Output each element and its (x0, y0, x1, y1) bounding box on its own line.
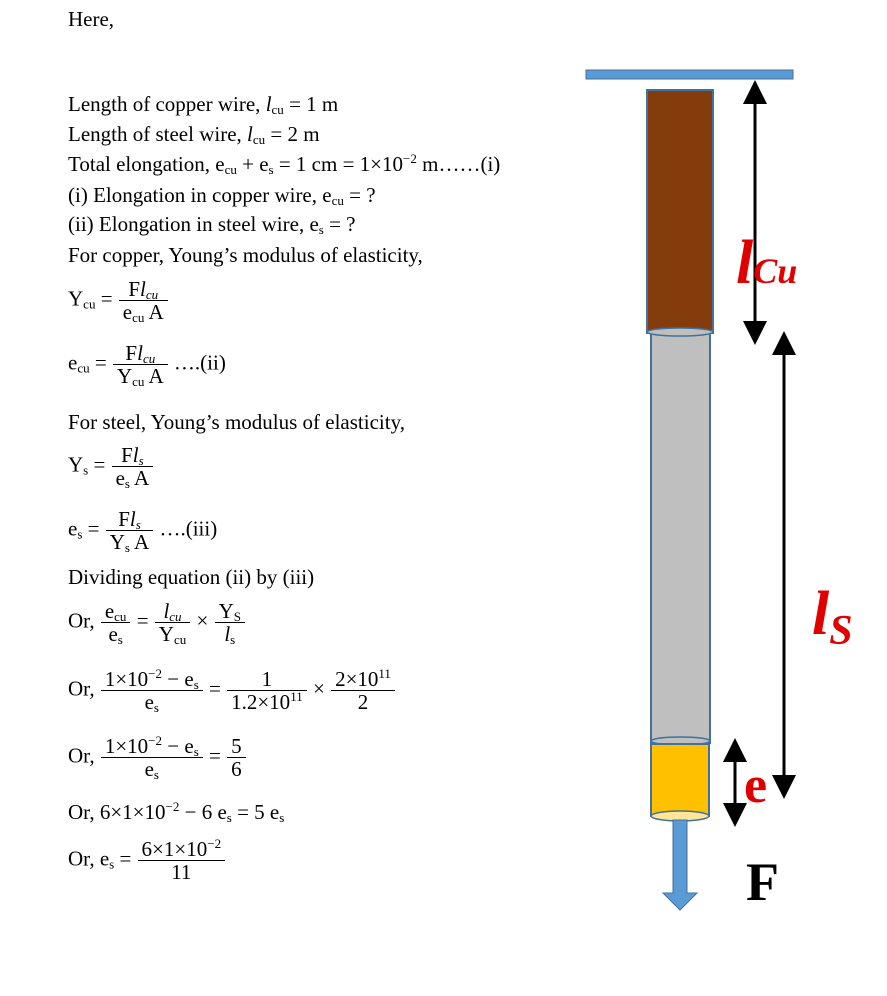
elongation-segment (650, 743, 710, 817)
copper-modulus-heading: For copper, Young’s modulus of elasticit… (68, 243, 423, 267)
steel-length-line: Length of steel wire, lcu = 2 m (68, 122, 320, 147)
dividing-line: Dividing equation (ii) by (iii) (68, 565, 315, 589)
label-steel-length: lS (812, 580, 853, 654)
intro-line: Here, (68, 7, 115, 31)
question-steel-line: (ii) Elongation in steel wire, es = ? (68, 212, 356, 237)
steel-wire (650, 332, 711, 744)
copper-wire (646, 89, 714, 334)
question-copper-line: (i) Elongation in copper wire, ecu = ? (68, 183, 376, 208)
steel-modulus-heading: For steel, Young’s modulus of elasticity… (68, 410, 405, 434)
label-elongation: e (744, 757, 768, 814)
force-arrow (661, 819, 699, 911)
copper-length-line: Length of copper wire, lcu = 1 m (68, 92, 339, 117)
label-force: F (746, 852, 779, 912)
total-elongation-line: Total elongation, ecu + es = 1 cm = 1×10… (68, 151, 501, 177)
equation-cross-multiply: Or, 6×1×10−2 − 6 es = 5 es (68, 799, 285, 825)
ceiling-support (585, 69, 794, 80)
label-copper-length: lCu (736, 229, 798, 297)
